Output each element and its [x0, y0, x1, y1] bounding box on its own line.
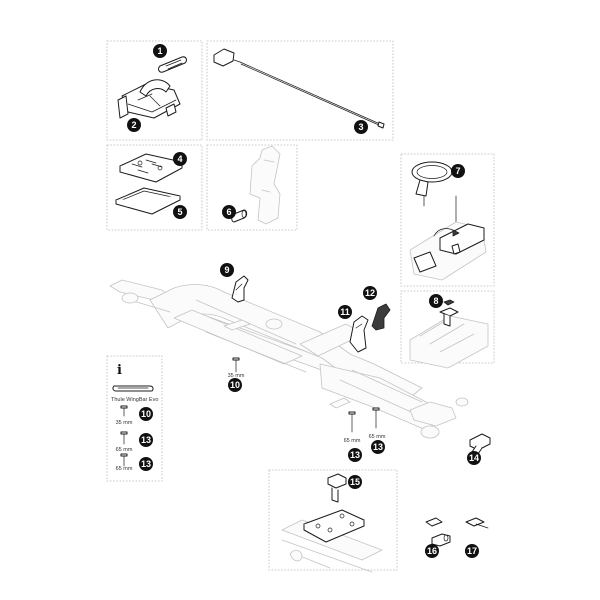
part-14-knob-drawing: [469, 433, 491, 455]
badge-part-6: 6: [222, 205, 236, 219]
box-part-15: [268, 469, 398, 571]
badge-part-7: 7: [451, 164, 465, 178]
part-15-mount-plate-drawing: [281, 473, 383, 573]
part-7-ring-clamp-drawing: [409, 161, 487, 281]
part-6-frame-holder-drawing: [231, 145, 281, 225]
wingbar-profile-drawing: [112, 385, 154, 392]
screw-65mm-right-label: 65 mm: [369, 434, 386, 440]
svg-text:13: 13: [373, 442, 383, 452]
svg-text:8: 8: [433, 296, 438, 306]
badge-part-1: 1: [153, 44, 167, 58]
box-parts-4-5: [106, 144, 203, 231]
info-row-3: 65 mm: [116, 453, 133, 472]
svg-text:5: 5: [177, 207, 182, 217]
screw-35mm-main-label: 35 mm: [228, 373, 245, 379]
info-row-3-length: 65 mm: [116, 466, 133, 472]
svg-text:10: 10: [230, 380, 240, 390]
badge-part-2: 2: [127, 118, 141, 132]
box-part-6: [206, 144, 298, 231]
badge-part-14: 14: [467, 451, 481, 465]
badge-part-5: 5: [173, 205, 187, 219]
part-5-rubber-pad-drawing: [115, 187, 181, 215]
badge-part-4: 4: [173, 152, 187, 166]
svg-text:10: 10: [141, 409, 151, 419]
svg-text:3: 3: [358, 122, 363, 132]
badge-part-3: 3: [354, 120, 368, 134]
badge-part-13-right: 13: [371, 440, 385, 454]
part-11-clamp-arm-drawing: [349, 315, 369, 353]
svg-text:13: 13: [141, 435, 151, 445]
part-8-screw-detail-drawing: [409, 299, 489, 369]
svg-text:15: 15: [350, 477, 360, 487]
part-17-tool-drawing: [465, 517, 489, 529]
info-icon: i: [117, 363, 122, 378]
part-4-clamp-plate-drawing: [119, 153, 183, 183]
svg-text:11: 11: [340, 307, 350, 317]
svg-text:13: 13: [141, 459, 151, 469]
badge-part-16: 16: [425, 544, 439, 558]
svg-text:4: 4: [177, 154, 182, 164]
part-16-knob-drawing: [425, 517, 451, 547]
svg-text:12: 12: [365, 288, 375, 298]
part-3-strap-drawing: [213, 48, 385, 129]
info-row-3-badge: 13: [139, 457, 153, 471]
box-part-7: [400, 153, 495, 287]
screw-35mm-main: [232, 357, 240, 373]
badge-part-15: 15: [348, 475, 362, 489]
info-row-2: 65 mm: [116, 431, 133, 453]
badge-part-9: 9: [220, 263, 234, 277]
badge-part-11: 11: [338, 305, 352, 319]
svg-text:13: 13: [350, 450, 360, 460]
wingbar-adapter-label: Thule WingBar Evo: [111, 397, 158, 403]
info-row-1-length: 35 mm: [116, 420, 133, 426]
svg-text:17: 17: [467, 546, 477, 556]
info-row-2-length: 65 mm: [116, 447, 133, 453]
screw-65mm-right: [372, 407, 380, 429]
part-1-strap-end-drawing: [158, 56, 187, 73]
box-parts-1-2: [106, 40, 203, 141]
part-9-arm-drawing: [231, 275, 249, 303]
info-row-1-badge: 10: [139, 407, 153, 421]
svg-text:7: 7: [455, 166, 460, 176]
screw-65mm-left-label: 65 mm: [344, 438, 361, 444]
box-part-3: [206, 40, 394, 141]
svg-text:6: 6: [226, 207, 231, 217]
svg-text:1: 1: [157, 46, 162, 56]
svg-text:2: 2: [131, 120, 136, 130]
info-row-1: 35 mm: [116, 405, 133, 426]
badge-part-13-left: 13: [348, 448, 362, 462]
info-panel-box: [106, 355, 163, 482]
part-12-clamp-arm-drawing: [371, 303, 391, 331]
svg-text:14: 14: [469, 453, 479, 463]
badge-part-17: 17: [465, 544, 479, 558]
info-row-2-badge: 13: [139, 433, 153, 447]
badge-part-10-main: 10: [228, 378, 242, 392]
part-2-wheel-holder-drawing: [117, 79, 181, 119]
screw-65mm-left: [348, 411, 356, 433]
badge-part-8: 8: [429, 294, 443, 308]
svg-text:9: 9: [224, 265, 229, 275]
badge-part-12: 12: [363, 286, 377, 300]
svg-text:16: 16: [427, 546, 437, 556]
main-bike-carrier-drawing: [109, 279, 469, 439]
